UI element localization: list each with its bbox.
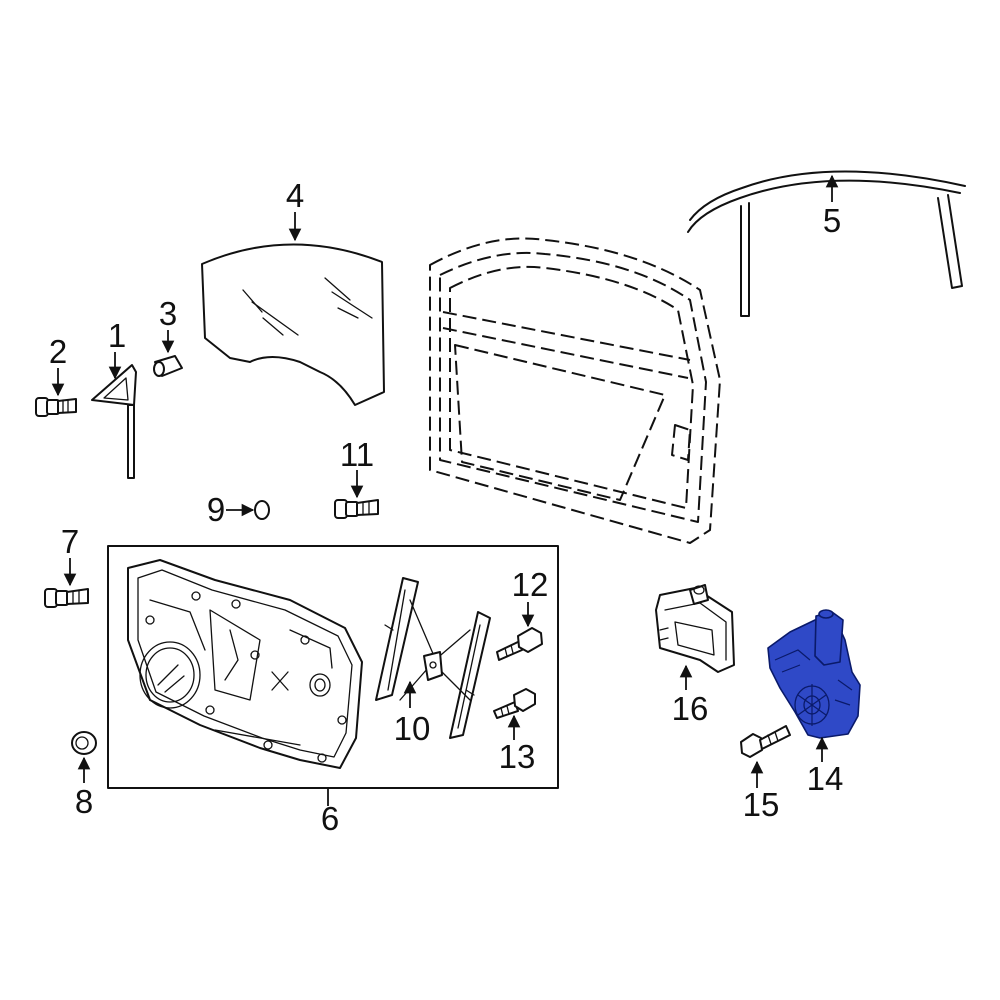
callout-2: 2	[49, 333, 67, 370]
part-control-module[interactable]	[655, 584, 735, 673]
part-bolt-12[interactable]	[496, 627, 543, 661]
part-screw-7[interactable]	[44, 588, 89, 608]
part-grommet-8[interactable]	[71, 731, 97, 755]
callout-5: 5	[823, 202, 841, 239]
part-bolt-13[interactable]	[493, 688, 536, 719]
part-nut-3[interactable]	[153, 355, 183, 377]
callout-11: 11	[340, 436, 374, 473]
part-corner-trim[interactable]	[91, 364, 137, 479]
part-bolt-15[interactable]	[740, 725, 791, 758]
callout-15: 15	[743, 786, 780, 823]
part-screw-11[interactable]	[334, 499, 379, 519]
callout-14: 14	[807, 760, 844, 797]
part-screw-2[interactable]	[35, 397, 77, 417]
callout-8: 8	[75, 783, 93, 820]
module-assembly-frame	[107, 545, 559, 789]
part-window-motor[interactable]	[767, 609, 861, 739]
callout-9: 9	[207, 491, 225, 528]
callout-7: 7	[61, 523, 79, 560]
callout-6: 6	[321, 800, 339, 837]
callout-12: 12	[512, 566, 549, 603]
callout-13: 13	[499, 738, 536, 775]
callout-4: 4	[286, 177, 304, 214]
part-module-carrier[interactable]	[127, 559, 363, 769]
part-plug-9[interactable]	[254, 500, 270, 520]
part-run-channel[interactable]	[687, 170, 966, 317]
part-window-regulator[interactable]	[375, 577, 491, 739]
callout-16: 16	[672, 690, 709, 727]
part-window-glass[interactable]	[201, 243, 385, 406]
door-shell-outline	[429, 237, 721, 544]
callout-1: 1	[108, 317, 126, 354]
callout-10: 10	[394, 710, 431, 747]
callout-3: 3	[159, 295, 177, 332]
